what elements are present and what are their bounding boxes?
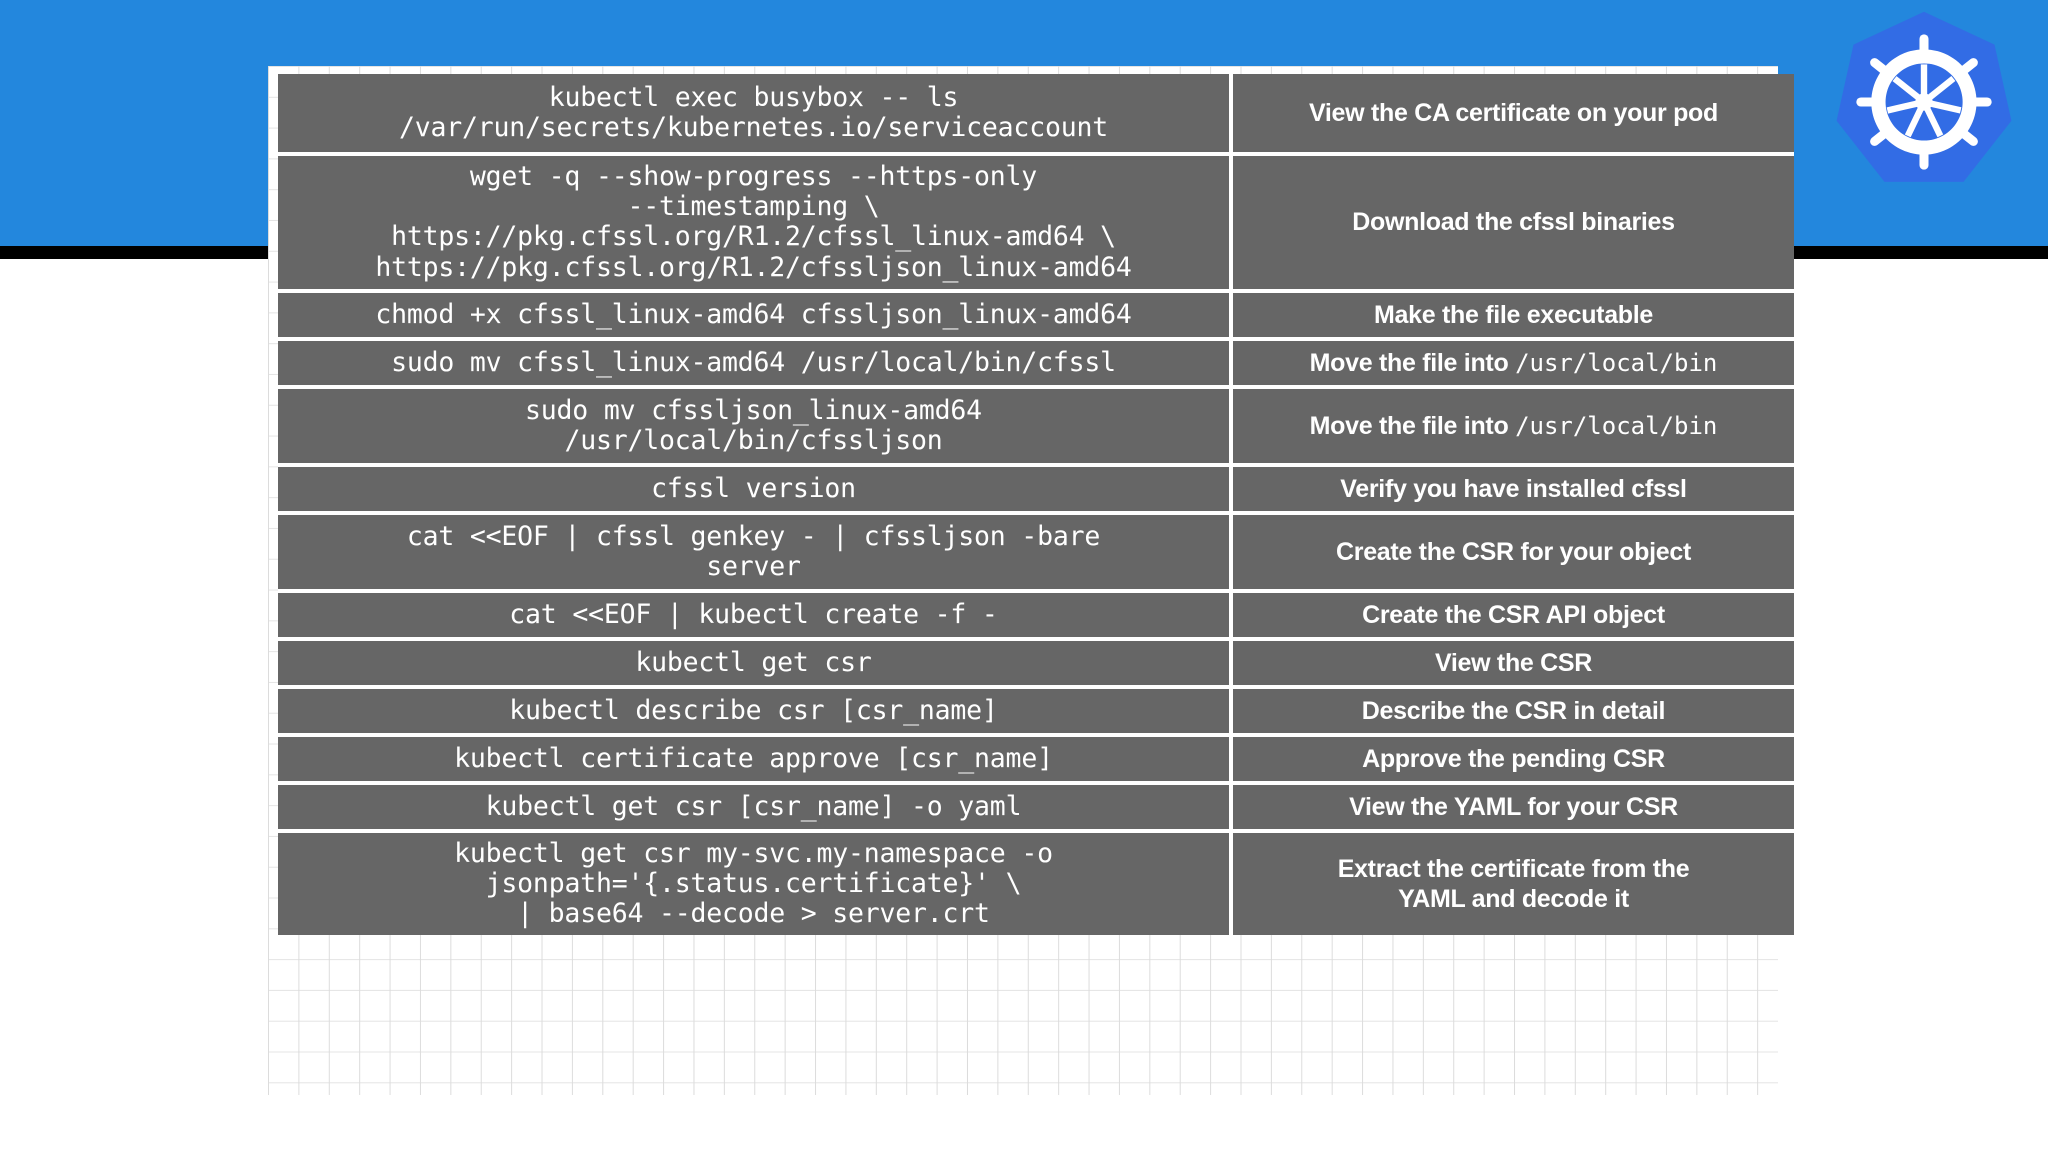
- table-row: cfssl version Verify you have installed …: [278, 466, 1794, 515]
- description-cell: Verify you have installed cfssl: [1233, 466, 1794, 515]
- description-cell: Describe the CSR in detail: [1233, 688, 1794, 737]
- description-text: Move the file into: [1309, 348, 1516, 377]
- table-row: kubectl get csr [csr_name] -o yaml View …: [278, 784, 1794, 833]
- description-path: /usr/local/bin: [1515, 348, 1718, 377]
- description-path: /usr/local/bin: [1515, 411, 1718, 440]
- command-cell: chmod +x cfssl_linux-amd64 cfssljson_lin…: [278, 292, 1233, 341]
- table-row: kubectl get csr my-svc.my-namespace -o j…: [278, 832, 1794, 936]
- table-row: kubectl certificate approve [csr_name] A…: [278, 736, 1794, 785]
- command-cell: cfssl version: [278, 466, 1233, 515]
- table-row: kubectl exec busybox -- ls /var/run/secr…: [278, 74, 1794, 156]
- kubectl-command-reference-table: kubectl exec busybox -- ls /var/run/secr…: [278, 74, 1794, 936]
- description-cell: Create the CSR for your object: [1233, 514, 1794, 593]
- description-text: Move the file into: [1309, 411, 1516, 440]
- table-row: kubectl describe csr [csr_name] Describe…: [278, 688, 1794, 737]
- command-cell: kubectl certificate approve [csr_name]: [278, 736, 1233, 785]
- command-cell: kubectl describe csr [csr_name]: [278, 688, 1233, 737]
- table-row: sudo mv cfssl_linux-amd64 /usr/local/bin…: [278, 340, 1794, 389]
- description-cell: Make the file executable: [1233, 292, 1794, 341]
- command-cell: sudo mv cfssl_linux-amd64 /usr/local/bin…: [278, 340, 1233, 389]
- command-cell: cat <<EOF | kubectl create -f -: [278, 592, 1233, 641]
- table-row: wget -q --show-progress --https-only --t…: [278, 156, 1794, 293]
- kubernetes-logo: [1830, 8, 2018, 196]
- table-row: sudo mv cfssljson_linux-amd64 /usr/local…: [278, 388, 1794, 467]
- command-cell: kubectl exec busybox -- ls /var/run/secr…: [278, 74, 1233, 156]
- description-cell: View the CA certificate on your pod: [1233, 74, 1794, 156]
- table-row: kubectl get csr View the CSR: [278, 640, 1794, 689]
- table-row: cat <<EOF | kubectl create -f - Create t…: [278, 592, 1794, 641]
- description-cell: Move the file into /usr/local/bin: [1233, 388, 1794, 467]
- description-cell: Approve the pending CSR: [1233, 736, 1794, 785]
- description-cell: View the CSR: [1233, 640, 1794, 689]
- description-cell: View the YAML for your CSR: [1233, 784, 1794, 833]
- table-row: cat <<EOF | cfssl genkey - | cfssljson -…: [278, 514, 1794, 593]
- command-cell: cat <<EOF | cfssl genkey - | cfssljson -…: [278, 514, 1233, 593]
- command-cell: kubectl get csr my-svc.my-namespace -o j…: [278, 832, 1233, 936]
- description-cell: Move the file into /usr/local/bin: [1233, 340, 1794, 389]
- command-cell: wget -q --show-progress --https-only --t…: [278, 156, 1233, 293]
- description-cell: Extract the certificate from the YAML an…: [1233, 832, 1794, 936]
- command-cell: kubectl get csr [csr_name] -o yaml: [278, 784, 1233, 833]
- description-cell: Create the CSR API object: [1233, 592, 1794, 641]
- command-cell: sudo mv cfssljson_linux-amd64 /usr/local…: [278, 388, 1233, 467]
- command-cell: kubectl get csr: [278, 640, 1233, 689]
- table-row: chmod +x cfssl_linux-amd64 cfssljson_lin…: [278, 292, 1794, 341]
- description-cell: Download the cfssl binaries: [1233, 156, 1794, 293]
